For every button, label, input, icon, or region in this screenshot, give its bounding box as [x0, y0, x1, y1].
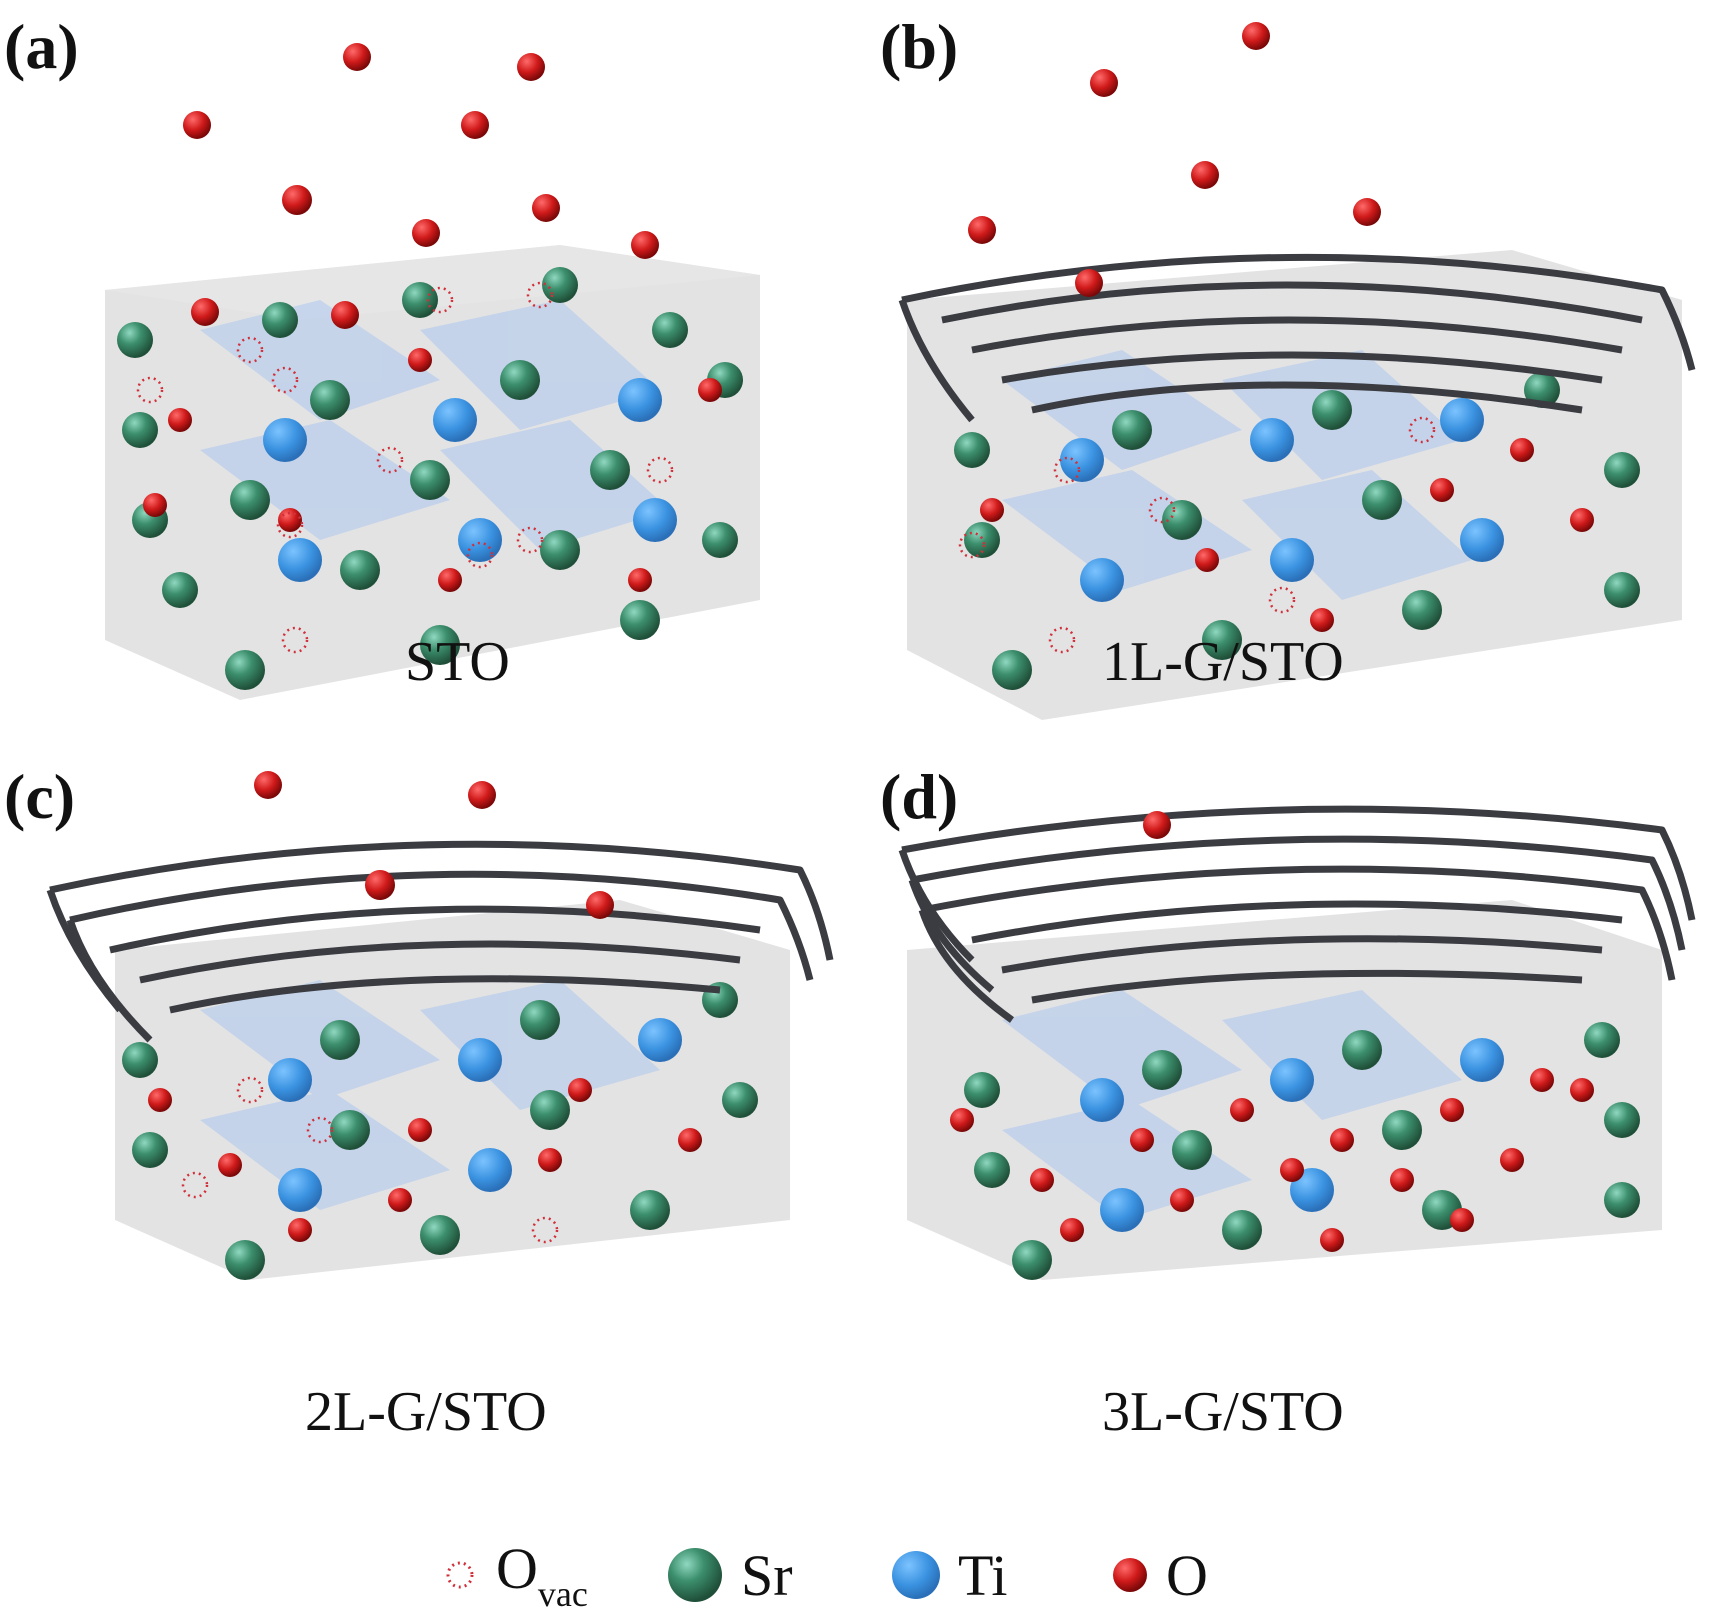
- panel-label-b: (b): [880, 11, 959, 82]
- oxygen-sphere-icon: [1113, 1558, 1147, 1592]
- graphene-3l-sto-illustration: [898, 805, 1696, 1280]
- panel-label-c: (c): [4, 761, 76, 832]
- panel-b: (b): [862, 0, 1724, 740]
- legend-label-o: O: [1166, 1542, 1208, 1608]
- panel-c: (c): [0, 760, 862, 1500]
- escaping-oxygen: [183, 43, 659, 329]
- graphene-layers: [898, 805, 1696, 1023]
- panel-d: (d): [862, 760, 1724, 1500]
- graphene-2l-sto-illustration: [46, 771, 834, 1280]
- panel-a: (a): [0, 0, 862, 740]
- legend-item-ti: Ti: [890, 1530, 1008, 1620]
- panel-caption-d: 3L-G/STO: [1102, 1381, 1344, 1443]
- legend-label-ovac: O: [496, 1536, 538, 1601]
- graphene-layers: [46, 840, 834, 1043]
- legend-subscript-vac: vac: [537, 1574, 588, 1614]
- panel-label-d: (d): [880, 761, 959, 832]
- strontium-sphere-icon: [668, 1548, 722, 1602]
- panel-label-a: (a): [4, 11, 79, 82]
- legend-item-ovac: Ovac: [440, 1530, 588, 1620]
- legend-item-o: O: [1110, 1530, 1208, 1620]
- legend-item-sr: Sr: [665, 1530, 793, 1620]
- oxygen-vacancy-icon: [446, 1561, 474, 1589]
- titanium-sphere-icon: [892, 1551, 940, 1599]
- panel-caption-b: 1L-G/STO: [1102, 631, 1344, 693]
- panel-caption-a: STO: [405, 631, 510, 693]
- panel-caption-c: 2L-G/STO: [305, 1381, 547, 1443]
- graphene-layer: [898, 253, 1696, 423]
- legend-label-ti: Ti: [958, 1542, 1008, 1608]
- legend: Ovac Sr Ti O: [440, 1530, 1340, 1620]
- legend-label-sr: Sr: [741, 1542, 793, 1608]
- graphene-1l-sto-illustration: [898, 22, 1696, 720]
- sto-crystal-illustration: [105, 43, 760, 700]
